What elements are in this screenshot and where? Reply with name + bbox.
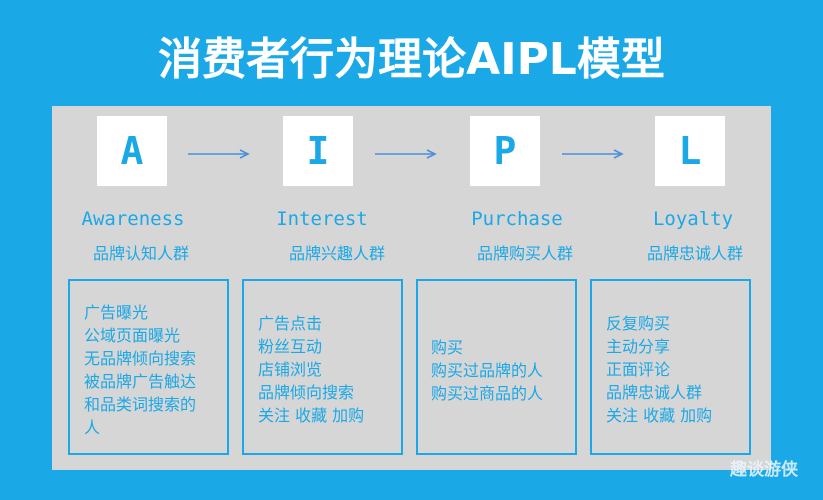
watermark: 趣谈游侠 <box>730 460 798 480</box>
list-item: 广告点击 <box>258 314 323 333</box>
list-item: 粉丝互动 <box>258 337 323 356</box>
detail-box-purchase: 购买 购买过品牌的人 购买过商品的人 <box>416 279 577 455</box>
stage-name-purchase: Purchase <box>471 208 563 230</box>
stage-card-p: P <box>470 116 540 186</box>
list-item: 公域页面曝光 <box>84 326 181 345</box>
list-item: 购买过商品的人 <box>431 384 544 403</box>
detail-box-interest: 广告点击 粉丝互动 店铺浏览 品牌倾向搜索 关注 收藏 加购 <box>242 279 403 455</box>
stage-group-interest: 品牌兴趣人群 <box>288 244 385 263</box>
stage-name-loyalty: Loyalty <box>652 208 734 230</box>
page-title: 消费者行为理论AIPL模型 <box>158 34 665 85</box>
arrow-right-icon <box>375 149 437 159</box>
list-item: 和品类词搜索的 <box>84 395 197 414</box>
list-item: 关注 收藏 加购 <box>258 406 365 425</box>
list-item: 广告曝光 <box>84 303 149 322</box>
list-item: 品牌忠诚人群 <box>606 383 703 402</box>
list-item: 关注 收藏 加购 <box>606 406 713 425</box>
stage-name-awareness: Awareness <box>81 208 185 230</box>
stage-card-l: L <box>655 116 725 186</box>
list-item: 店铺浏览 <box>258 360 323 379</box>
stage-card-a: A <box>97 116 167 186</box>
list-item: 购买 <box>431 338 464 357</box>
list-item: 主动分享 <box>606 337 671 356</box>
list-item: 反复购买 <box>606 314 671 333</box>
list-item: 购买过品牌的人 <box>431 361 544 380</box>
detail-box-awareness: 广告曝光 公域页面曝光 无品牌倾向搜索 被品牌广告触达 和品类词搜索的 人 <box>68 279 229 455</box>
arrow-right-icon <box>188 149 250 159</box>
stage-group-purchase: 品牌购买人群 <box>476 244 573 263</box>
stage-group-awareness: 品牌认知人群 <box>92 244 189 263</box>
stage-name-interest: Interest <box>276 208 368 230</box>
stage-card-i: I <box>283 116 353 186</box>
detail-box-loyalty: 反复购买 主动分享 正面评论 品牌忠诚人群 关注 收藏 加购 <box>590 279 751 455</box>
list-item: 品牌倾向搜索 <box>258 383 355 402</box>
list-item: 被品牌广告触达 <box>84 372 197 391</box>
list-item: 正面评论 <box>606 360 671 379</box>
list-item: 无品牌倾向搜索 <box>84 349 197 368</box>
list-item: 人 <box>84 418 101 437</box>
arrow-right-icon <box>562 149 624 159</box>
stage-group-loyalty: 品牌忠诚人群 <box>646 244 743 263</box>
